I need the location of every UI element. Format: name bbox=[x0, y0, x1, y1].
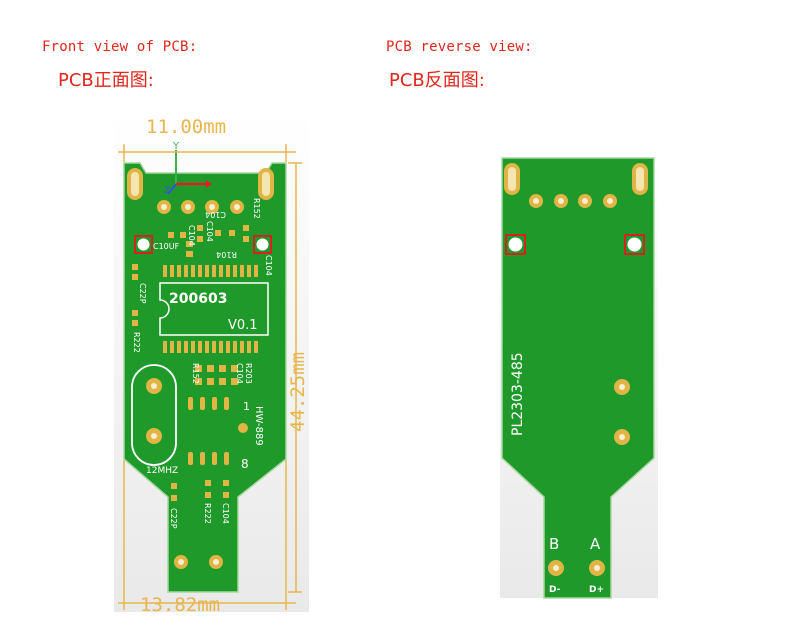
ic-pin-row-top bbox=[163, 265, 258, 277]
label-r222-bottom: R222 bbox=[203, 503, 212, 524]
ic-pin-row-bottom bbox=[163, 341, 258, 353]
crystal-label: 12MHZ bbox=[146, 466, 178, 476]
rev-mount-hole-right bbox=[627, 237, 642, 252]
rev-mount-hole-left bbox=[508, 237, 523, 252]
label-c104-bottom: C104 bbox=[221, 503, 230, 524]
label-c104-a: C104 bbox=[205, 221, 214, 242]
smd-pads-top bbox=[168, 225, 249, 257]
label-r104: R104 bbox=[216, 250, 237, 259]
z-axis-label: Z bbox=[164, 186, 170, 196]
chip-label: 200603 bbox=[169, 291, 227, 307]
version-label: V0.1 bbox=[228, 318, 258, 333]
label-r203: R203 bbox=[244, 363, 253, 384]
rev-header-pads bbox=[529, 194, 617, 208]
label-r222-left: R222 bbox=[132, 332, 141, 353]
rev-mount-hole-box-right bbox=[624, 234, 645, 255]
label-c10uf: C10UF bbox=[153, 242, 180, 251]
reverse-view-caption-zh: PCB反面图: bbox=[389, 70, 485, 91]
board-id-label: HW-889 bbox=[253, 406, 264, 446]
y-axis-label: Y bbox=[172, 141, 180, 152]
dim-top-width: 11.00mm bbox=[146, 116, 226, 138]
mount-hole-box-left bbox=[134, 235, 153, 254]
label-c22p-left: C22P bbox=[138, 283, 147, 304]
smd-pads-neck bbox=[171, 480, 229, 501]
pin8-label: 8 bbox=[241, 457, 249, 471]
slot-hole-right bbox=[262, 172, 270, 196]
component-labels: R152 C104 C104 C104 C10UF R104 C104 C22P… bbox=[132, 198, 273, 529]
header-pads bbox=[157, 200, 244, 214]
soic-pads-bottom bbox=[188, 452, 229, 465]
reverse-board-outline bbox=[501, 157, 655, 599]
terminal-b-label: B bbox=[549, 535, 559, 553]
front-view-caption-zh: PCB正面图: bbox=[58, 70, 154, 91]
ic-outline bbox=[159, 282, 269, 336]
x-axis-arrowhead bbox=[206, 180, 212, 188]
via-pad bbox=[238, 423, 248, 433]
reverse-pcb: PL2303-485 B A D- D+ bbox=[500, 157, 658, 599]
terminal-a-label: A bbox=[590, 535, 601, 553]
terminal-d-plus-label: D+ bbox=[589, 585, 604, 595]
label-c104-top: C104 bbox=[205, 210, 226, 219]
slot-hole-left bbox=[131, 172, 139, 196]
dim-bottom-width: 13.82mm bbox=[140, 594, 220, 616]
front-view-caption-en: Front view of PCB: bbox=[42, 39, 198, 55]
soic-pads-top bbox=[188, 397, 229, 410]
label-c104-right: C104 bbox=[264, 255, 273, 276]
model-label: PL2303-485 bbox=[510, 352, 526, 436]
mount-hole-box-right bbox=[253, 235, 272, 254]
terminal-d-minus-label: D- bbox=[549, 585, 561, 595]
label-r152-mid: R152 bbox=[191, 363, 200, 384]
smd-pads-middle bbox=[195, 365, 238, 385]
z-axis-arrow bbox=[167, 183, 177, 195]
smd-pads-left bbox=[132, 264, 138, 326]
reverse-view-caption-en: PCB reverse view: bbox=[386, 39, 533, 55]
crystal-outline bbox=[131, 364, 177, 466]
label-r152: R152 bbox=[252, 198, 261, 219]
pin1-label: 1 bbox=[243, 400, 250, 413]
front-pcb: Y Z bbox=[114, 112, 309, 616]
label-c104-side: C104 bbox=[187, 225, 196, 246]
mount-hole-right bbox=[256, 238, 269, 251]
label-c22p-bottom: C22P bbox=[169, 508, 178, 529]
label-c104-mid: C104 bbox=[235, 363, 244, 384]
rev-mount-hole-box-left bbox=[505, 234, 526, 255]
dim-height: 44.25mm bbox=[287, 352, 309, 432]
dimension-lines bbox=[118, 144, 302, 610]
mount-hole-left bbox=[137, 238, 150, 251]
